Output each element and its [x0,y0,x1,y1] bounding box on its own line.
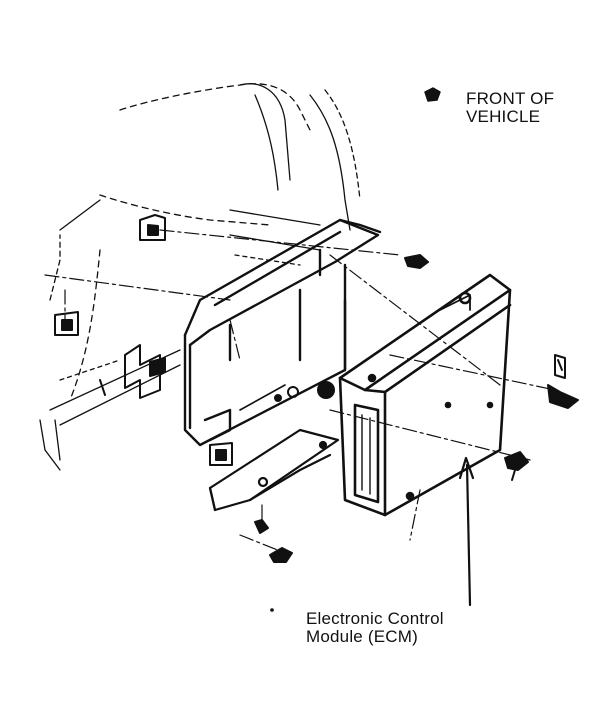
stray-mark [270,608,274,612]
fastener-right-bolt [547,354,579,409]
lower-mounting-bracket [208,428,340,512]
vehicle-body-outline [39,83,361,471]
ecm-housing-bracket [183,218,382,447]
fastener-housing-screw [274,386,299,402]
fastener-top-right [404,254,429,269]
front-of-vehicle-marker [424,87,441,102]
front-of-vehicle-label: FRONT OF VEHICLE [466,90,554,126]
ecm-module [338,273,512,517]
ecm-label-line1: Electronic Control [306,609,444,628]
body-clip-left [54,311,79,336]
front-of-vehicle-label-line2: VEHICLE [466,106,541,126]
body-clip-upper [139,214,166,241]
housing-clip [209,442,233,466]
fastener-lower-right [504,451,529,481]
front-of-vehicle-label-line1: FRONT OF [466,89,555,108]
body-bracket [99,344,166,399]
ecm-label-line2: Module (ECM) [306,626,418,646]
ecm-label: Electronic Control Module (ECM) [306,610,444,646]
fastener-lower-screw [254,519,293,563]
fastener-housing-nut [317,381,335,399]
ecm-leader-arrow [458,456,475,607]
